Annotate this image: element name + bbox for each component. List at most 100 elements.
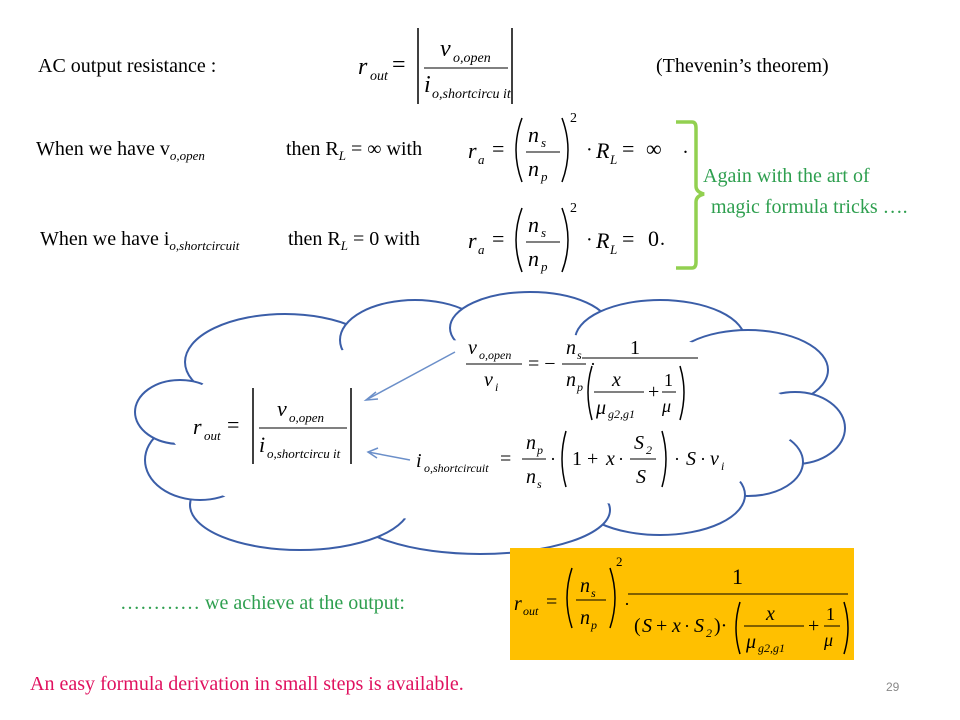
- bracket-note-line1: Again with the art of: [703, 165, 870, 187]
- svg-text:=: =: [492, 136, 504, 161]
- svg-text:out: out: [204, 428, 221, 443]
- svg-text:=: =: [622, 136, 634, 161]
- svg-text:o,open: o,open: [479, 348, 511, 362]
- svg-text:+: +: [656, 615, 667, 637]
- svg-text:r: r: [514, 593, 522, 615]
- svg-text:)·: )·: [714, 615, 727, 637]
- svg-text:p: p: [590, 618, 597, 632]
- svg-text:x: x: [605, 448, 615, 470]
- short-condition-rl: then RL = 0 with: [288, 228, 420, 253]
- svg-text:·: ·: [586, 139, 593, 161]
- svg-text:i: i: [416, 450, 422, 472]
- result-lead-text: ………… we achieve at the output:: [120, 592, 405, 614]
- svg-text:i: i: [424, 72, 431, 98]
- svg-text:= −: = −: [528, 353, 556, 375]
- svg-text:·: ·: [586, 229, 593, 251]
- svg-text:p: p: [536, 443, 543, 457]
- svg-text:n: n: [528, 156, 539, 181]
- svg-text:s: s: [577, 348, 582, 362]
- svg-text:i: i: [721, 459, 724, 473]
- result-formula: r out = n s n p 2 · 1 ( S + x · S 2 )· x…: [514, 554, 849, 655]
- svg-text:L: L: [609, 152, 617, 167]
- voltage-gain-formula: v o,open v i = − n s n p · 1 x μ g2,g1 +…: [466, 337, 698, 421]
- open-dot: .: [683, 136, 688, 158]
- svg-text:v: v: [710, 448, 719, 470]
- svg-text:1: 1: [826, 604, 835, 624]
- svg-text:0: 0: [648, 226, 659, 251]
- svg-text:=: =: [546, 591, 557, 613]
- svg-text:out: out: [370, 69, 389, 84]
- svg-text:2: 2: [616, 554, 623, 569]
- thevenin-note: (Thevenin’s theorem): [656, 55, 829, 77]
- curly-bracket: [676, 120, 705, 270]
- short-current-formula: i o,shortcircuit = n p n s · 1 + x · S 2…: [416, 430, 724, 491]
- svg-text:=: =: [227, 412, 239, 437]
- derivation-note: An easy formula derivation in small step…: [30, 673, 464, 695]
- svg-text:2: 2: [706, 626, 712, 640]
- svg-text:s: s: [541, 135, 546, 150]
- cloud-rout-formula: r out = v o,open i o,shortcircu it: [193, 388, 352, 464]
- svg-text:∞: ∞: [646, 136, 662, 161]
- svg-text:v: v: [440, 36, 451, 62]
- svg-text:o,shortcircuit: o,shortcircuit: [424, 461, 489, 475]
- page-number: 29: [886, 680, 900, 694]
- svg-text:1: 1: [630, 337, 640, 359]
- svg-text:r: r: [468, 138, 477, 163]
- svg-text:S: S: [686, 448, 696, 470]
- svg-text:1: 1: [732, 564, 743, 589]
- svg-text:R: R: [595, 138, 610, 163]
- rout-formula: r out = v o,open i o,shortcircu it: [358, 28, 513, 104]
- svg-text:n: n: [528, 212, 539, 237]
- svg-text:v: v: [484, 369, 493, 391]
- svg-text:o,shortcircu it: o,shortcircu it: [432, 87, 512, 102]
- svg-text:x: x: [611, 369, 621, 391]
- svg-text:g2,g1: g2,g1: [608, 407, 635, 421]
- svg-text:+: +: [808, 615, 819, 637]
- svg-text:S: S: [642, 615, 652, 637]
- svg-text:o,open: o,open: [453, 51, 491, 66]
- svg-text:S: S: [636, 466, 646, 488]
- svg-text:·: ·: [550, 449, 556, 469]
- svg-text:n: n: [566, 337, 576, 359]
- svg-text:n: n: [528, 122, 539, 147]
- svg-text:L: L: [609, 242, 617, 257]
- svg-text:+: +: [648, 381, 659, 403]
- bracket-note-line2: magic formula tricks ….: [711, 196, 908, 218]
- svg-text:(: (: [634, 615, 641, 637]
- svg-text:x: x: [671, 615, 681, 637]
- svg-text:n: n: [528, 246, 539, 271]
- svg-text:n: n: [580, 575, 590, 597]
- open-condition-rl: then RL = ∞ with: [286, 138, 423, 163]
- svg-text:S: S: [694, 615, 704, 637]
- svg-text:·: ·: [624, 594, 630, 614]
- short-dot: .: [660, 228, 665, 250]
- svg-text:i: i: [495, 380, 498, 394]
- svg-text:μ: μ: [595, 397, 606, 419]
- svg-text:1 +: 1 +: [572, 448, 598, 470]
- svg-text:g2,g1: g2,g1: [758, 641, 785, 655]
- svg-text:o,shortcircu it: o,shortcircu it: [267, 446, 341, 461]
- svg-text:μ: μ: [823, 630, 833, 650]
- svg-text:r: r: [468, 228, 477, 253]
- svg-text:v: v: [468, 337, 477, 359]
- svg-text:out: out: [523, 604, 539, 618]
- result-box: r out = n s n p 2 · 1 ( S + x · S 2 )· x…: [510, 548, 854, 660]
- svg-text:i: i: [259, 432, 265, 457]
- open-condition-text: When we have vo,open: [36, 138, 205, 163]
- svg-text:·: ·: [674, 449, 680, 469]
- svg-text:μ: μ: [745, 631, 756, 653]
- svg-text:p: p: [576, 380, 583, 394]
- svg-text:s: s: [537, 477, 542, 491]
- svg-text:=: =: [622, 226, 634, 251]
- svg-text:=: =: [392, 52, 406, 78]
- svg-text:o,open: o,open: [289, 410, 324, 425]
- svg-text:r: r: [193, 414, 202, 439]
- svg-text:1: 1: [664, 370, 673, 390]
- svg-text:n: n: [526, 466, 536, 488]
- svg-text:p: p: [540, 259, 548, 274]
- output-resistance-label: AC output resistance :: [38, 55, 217, 77]
- short-condition-text: When we have io,shortcircuit: [40, 228, 240, 253]
- svg-text:·: ·: [618, 449, 624, 469]
- svg-text:s: s: [541, 225, 546, 240]
- svg-text:2: 2: [570, 111, 577, 126]
